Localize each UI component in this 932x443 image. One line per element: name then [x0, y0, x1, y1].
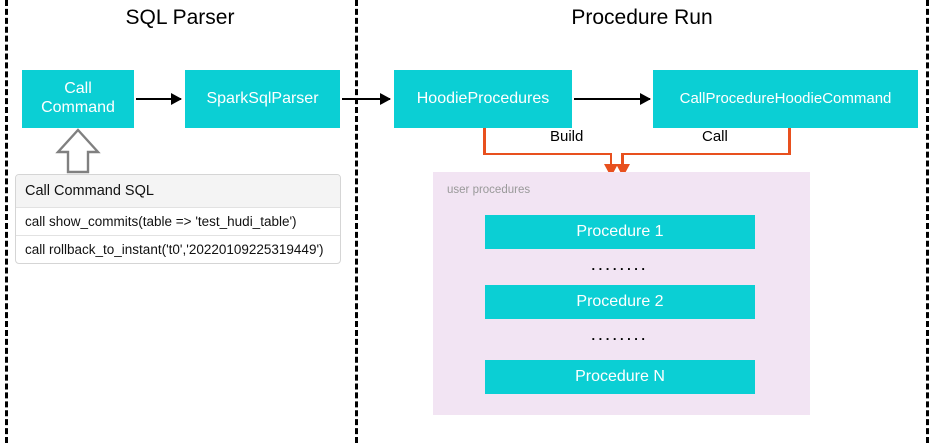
- procedure-item-2[interactable]: Procedure 2: [485, 285, 755, 319]
- node-call-command-label-line2: Command: [41, 99, 115, 116]
- block-arrow-up-icon: [55, 128, 101, 179]
- arrow-call-command-to-spark-sql-parser: [136, 93, 182, 105]
- sql-table-header: Call Command SQL: [16, 175, 340, 208]
- section-title-procedure-run: Procedure Run: [571, 6, 713, 29]
- call-command-sql-table: Call Command SQL call show_commits(table…: [15, 174, 341, 264]
- node-hoodie-procedures[interactable]: HoodieProcedures: [394, 70, 572, 128]
- node-spark-sql-parser-label: SparkSqlParser: [206, 89, 319, 107]
- node-call-command-label-line1: Call: [64, 80, 92, 98]
- node-call-procedure-hoodie-command[interactable]: CallProcedureHoodieCommand: [653, 70, 918, 128]
- arrow-spark-sql-parser-to-hoodie-procedures: [342, 93, 391, 105]
- node-hoodie-procedures-label: HoodieProcedures: [416, 89, 550, 107]
- section-title-sql-parser: SQL Parser: [125, 6, 235, 29]
- node-call-command[interactable]: Call Command: [22, 70, 134, 128]
- node-spark-sql-parser[interactable]: SparkSqlParser: [185, 70, 340, 128]
- connector-call-vertical-start: [788, 128, 791, 155]
- separator-right-edge: [926, 0, 929, 443]
- procedures-ellipsis: ........: [591, 328, 649, 343]
- arrow-hoodie-procedures-to-call-procedure-command: [574, 93, 651, 105]
- connector-build-horizontal: [483, 152, 612, 155]
- procedure-item-1-label: Procedure 1: [576, 222, 664, 240]
- procedures-ellipsis: ........: [591, 258, 649, 273]
- sql-table-row: call rollback_to_instant('t0','202201092…: [25, 242, 324, 257]
- separator-left-edge: [5, 0, 8, 443]
- procedure-item-2-label: Procedure 2: [576, 292, 664, 310]
- connector-call-vertical-end: [621, 152, 624, 167]
- node-call-procedure-hoodie-command-label: CallProcedureHoodieCommand: [679, 90, 892, 108]
- connector-build-vertical-end: [609, 152, 612, 167]
- sql-table-row: call show_commits(table => 'test_hudi_ta…: [16, 208, 340, 236]
- separator-middle: [355, 0, 358, 443]
- user-procedures-label: user procedures: [447, 184, 531, 196]
- edge-label-build: Build: [545, 128, 589, 145]
- procedure-item-n-label: Procedure N: [575, 367, 665, 385]
- procedure-item-1[interactable]: Procedure 1: [485, 215, 755, 249]
- procedure-item-n[interactable]: Procedure N: [485, 360, 755, 394]
- connector-build-vertical-start: [483, 128, 486, 155]
- connector-call-horizontal: [621, 152, 791, 155]
- edge-label-call: Call: [697, 128, 733, 145]
